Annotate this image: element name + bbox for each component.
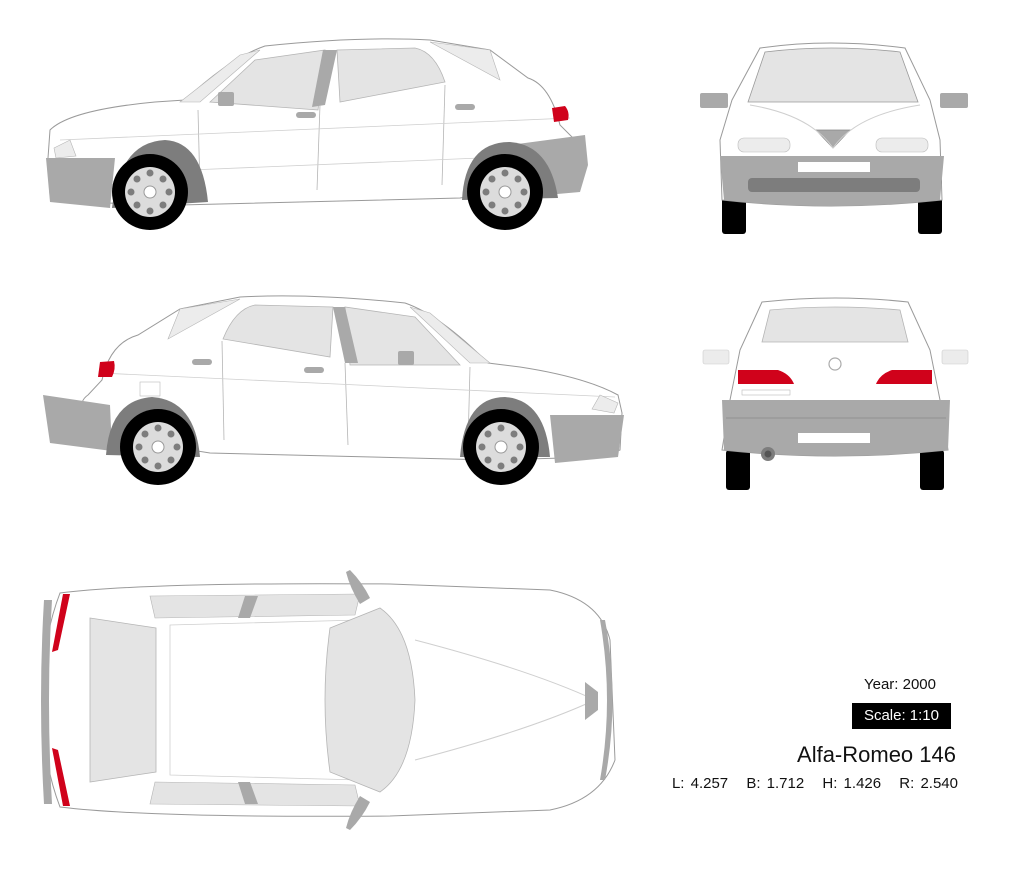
side-view-left-drawing [46,38,588,230]
year-label: Year: 2000 [863,676,936,693]
mirror-top-left [346,570,370,604]
dimensions-line: L: 4.257 B: 1.712 H: 1.426 R: 2.540 [672,775,958,792]
badge-icon [828,357,842,371]
front-view-drawing [700,42,968,234]
dimension-breadth: B: 1.712 [746,775,805,792]
top-view-drawing [41,570,616,830]
model-title: Alfa-Romeo 146 [797,742,956,767]
grille-shield-icon [815,129,851,149]
car-front-view [690,30,980,240]
mirror-top-right [346,796,370,830]
dimension-wheelbase: R: 2.540 [899,775,958,792]
side-view-right-drawing [43,295,624,485]
rear-wheel [120,409,196,485]
car-side-view-left [40,30,640,240]
dimension-length: L: 4.257 [671,775,729,792]
rear-wheel [467,154,543,230]
rear-view-drawing [702,297,969,490]
scale-badge: Scale: 1:10 [851,703,951,729]
dimension-height: H: 1.426 [822,775,882,792]
car-top-view [30,560,630,840]
car-rear-view [690,290,980,500]
front-wheel [112,154,188,230]
car-side-view-right [40,285,630,495]
front-wheel [463,409,539,485]
